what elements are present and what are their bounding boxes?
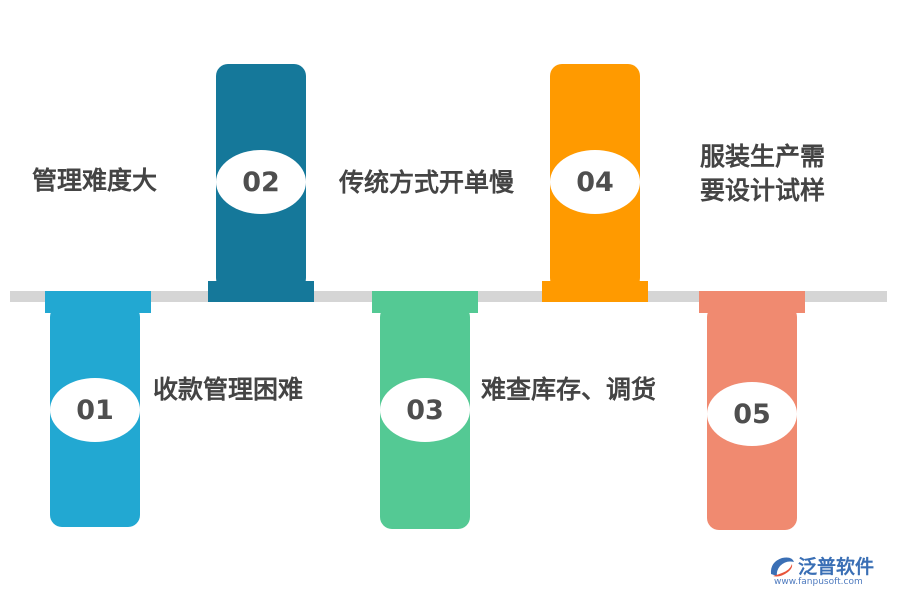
step-04-label: 传统方式开单慢 <box>339 168 515 197</box>
step-02-cap <box>208 281 314 302</box>
step-05-number: 05 <box>707 382 797 446</box>
step-01-label: 收款管理困难 <box>153 375 304 404</box>
brand-logo: 泛普软件 www.fanpusoft.com <box>768 552 892 592</box>
logo-name: 泛普软件 <box>798 556 875 578</box>
step-05-label-line1: 服装生产需 <box>700 142 826 171</box>
step-04-cap <box>542 281 648 302</box>
logo-url: www.fanpusoft.com <box>774 577 863 587</box>
step-02-label: 管理难度大 <box>32 166 158 195</box>
fanpu-logo-icon <box>770 557 794 577</box>
step-01-cap <box>45 291 151 313</box>
step-03-label: 难查库存、调货 <box>481 375 657 404</box>
step-01-number: 01 <box>50 378 140 442</box>
step-05-cap <box>699 291 805 313</box>
step-05-label-line2: 要设计试样 <box>700 176 826 205</box>
step-03-cap <box>372 291 478 313</box>
step-04-number: 04 <box>550 150 640 214</box>
step-02-number: 02 <box>216 150 306 214</box>
step-03-number: 03 <box>380 378 470 442</box>
